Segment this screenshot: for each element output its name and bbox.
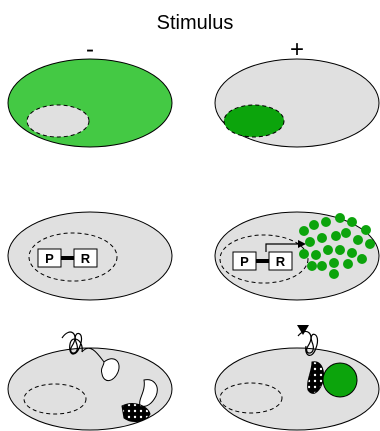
row-reporter: P R P R <box>8 212 379 300</box>
cell-minus-green <box>8 59 172 147</box>
row-receptor <box>8 325 379 430</box>
ligand-icon <box>297 325 309 335</box>
reporter-label-plus: R <box>276 254 286 269</box>
nucleus-plus-green <box>224 105 284 137</box>
promoter-label-minus: P <box>45 251 54 266</box>
reporter-label-minus: R <box>81 251 91 266</box>
nucleus-minus-empty <box>27 105 89 137</box>
row-fluorescence <box>8 59 379 147</box>
promoter-label-plus: P <box>240 254 249 269</box>
diagram-title: Stimulus <box>157 12 234 34</box>
activated-complex-green <box>323 363 357 397</box>
